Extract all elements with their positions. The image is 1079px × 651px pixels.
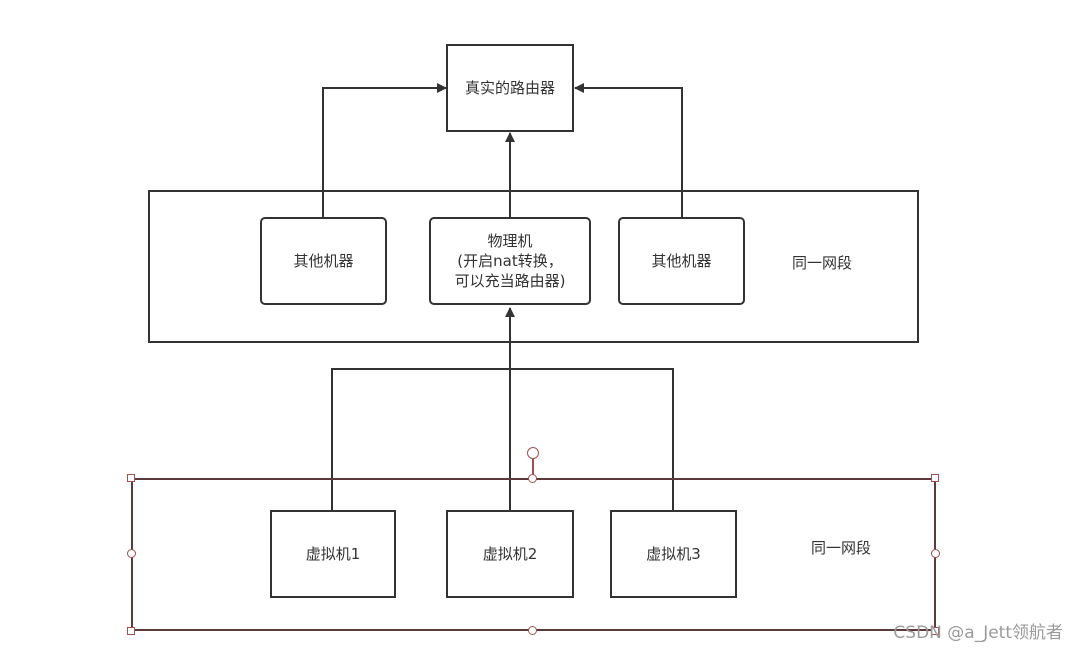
resize-handle-middle-right[interactable] — [931, 549, 940, 558]
resize-handle-bottom-center[interactable] — [528, 626, 537, 635]
upper-segment-label: 同一网段 — [792, 254, 853, 272]
other-machine-left-node[interactable]: 其他机器 — [260, 217, 387, 305]
other-machine-left-label: 其他机器 — [293, 252, 354, 270]
edge-vm3-to-physical-machine — [510, 368, 674, 511]
vm1-node[interactable]: 虚拟机1 — [270, 510, 396, 598]
resize-handle-bottom-left[interactable] — [127, 627, 135, 635]
physical-machine-label: 物理机 (开启nat转换， 可以充当路由器) — [454, 232, 566, 290]
router-label: 真实的路由器 — [464, 79, 555, 97]
edge-vm1-to-physical-machine — [331, 368, 510, 511]
resize-handle-bottom-right[interactable] — [931, 627, 939, 635]
vm3-node[interactable]: 虚拟机3 — [610, 510, 737, 598]
rotate-handle-stem — [532, 458, 534, 478]
lower-segment-label: 同一网段 — [811, 539, 872, 557]
resize-handle-top-left[interactable] — [127, 474, 135, 482]
resize-handle-top-right[interactable] — [931, 474, 939, 482]
vm3-label: 虚拟机3 — [646, 545, 701, 563]
other-machine-right-label: 其他机器 — [651, 252, 712, 270]
edge-left-machine-to-router — [322, 83, 447, 218]
vm2-label: 虚拟机2 — [482, 545, 538, 563]
vm2-node[interactable]: 虚拟机2 — [446, 510, 574, 598]
other-machine-right-node[interactable]: 其他机器 — [618, 217, 745, 305]
edge-right-machine-to-router — [574, 83, 683, 218]
physical-machine-node[interactable]: 物理机 (开启nat转换， 可以充当路由器) — [429, 217, 591, 305]
watermark-text: CSDN @a_Jett领航者 — [893, 623, 1063, 643]
resize-handle-middle-left[interactable] — [127, 549, 136, 558]
rotate-handle[interactable] — [527, 447, 539, 459]
resize-handle-top-center[interactable] — [528, 474, 537, 483]
upper-network-segment-group — [148, 190, 919, 343]
vm1-label: 虚拟机1 — [305, 545, 361, 563]
router-node[interactable]: 真实的路由器 — [446, 44, 574, 132]
